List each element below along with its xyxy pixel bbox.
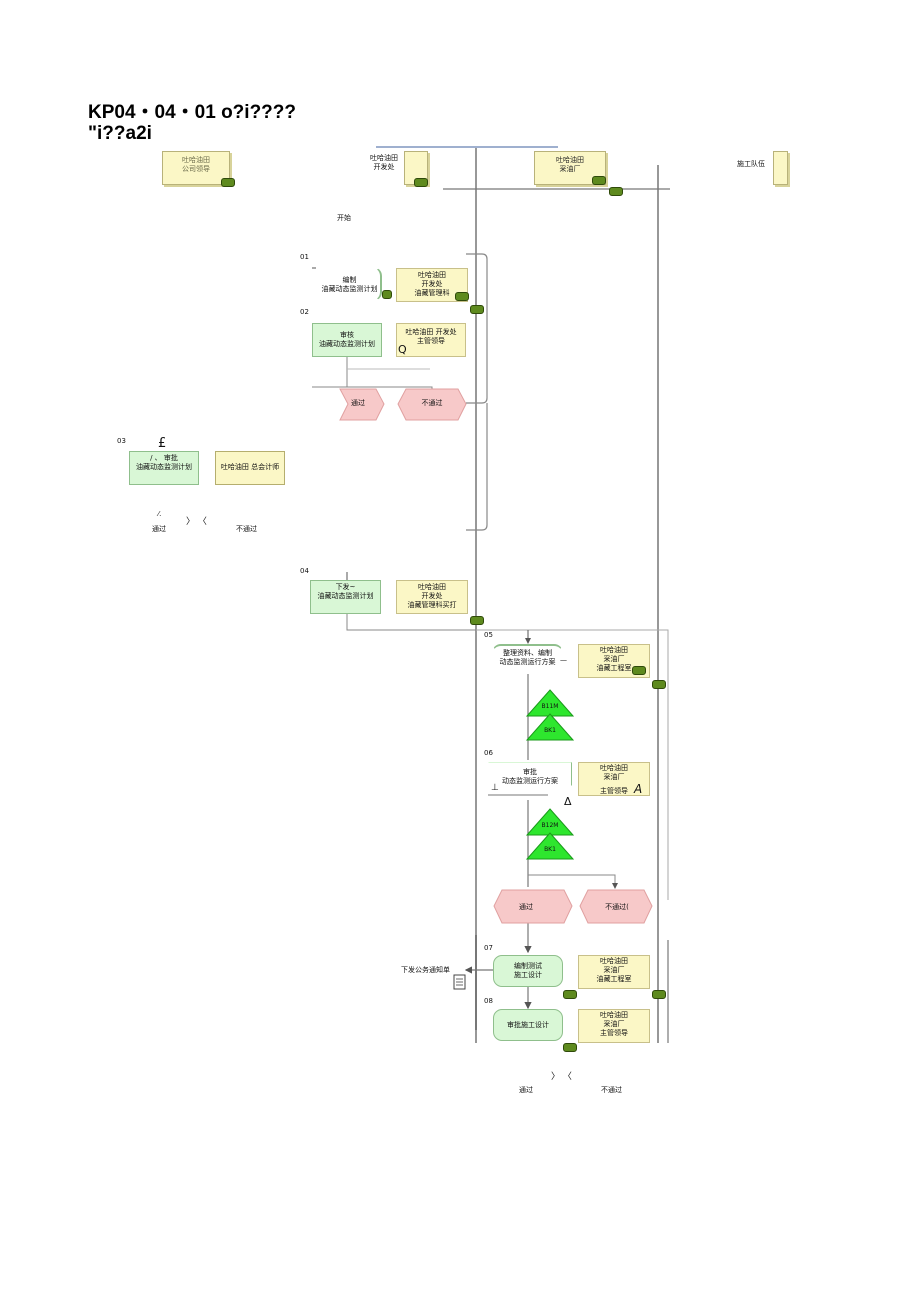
function-box-02: 审核油藏动态监测计划 xyxy=(312,323,382,357)
branch-06-fail xyxy=(528,874,618,889)
badge-icon xyxy=(221,178,235,187)
badge-icon xyxy=(652,990,666,999)
badge-icon xyxy=(455,292,469,301)
step-number: 02 xyxy=(300,308,309,316)
function-box-03: / 、 审批油藏动态监测计划 xyxy=(129,451,199,485)
event-fail-08: 不通过 xyxy=(601,1086,622,1094)
event-fail-02-shape xyxy=(397,388,467,421)
event-pass-06-shape xyxy=(493,889,573,924)
org-box-07: 吐哈油田采油厂油藏工程室 xyxy=(578,955,650,989)
step-number: 08 xyxy=(484,997,493,1005)
line-loop-06 xyxy=(476,629,669,900)
org-box-03: 吐哈油田 总会计师 xyxy=(215,451,285,485)
event-fail-03: 不通过 xyxy=(236,525,257,533)
connector-2-bottom-shape xyxy=(525,832,575,860)
badge-icon xyxy=(470,616,484,625)
badge-icon xyxy=(609,187,623,196)
connector-1-bottom-shape xyxy=(525,713,575,741)
event-fail-02: 不通过 xyxy=(421,399,443,407)
badge-icon xyxy=(632,666,646,675)
badge-icon xyxy=(652,680,666,689)
small-mark: ⁄. xyxy=(158,510,162,518)
lane-header-leadership: 吐哈油田公司领导 xyxy=(162,151,230,185)
small-mark: ⊥ xyxy=(491,783,499,793)
org-box-04: 吐哈油田开发处油藏管理科买打 xyxy=(396,580,468,614)
step-number: 07 xyxy=(484,944,493,952)
badge-icon xyxy=(592,176,606,185)
connector-2-top: B12M xyxy=(541,822,559,829)
org-box-06: 吐哈油田采油厂主管领导 xyxy=(578,762,650,796)
function-box-05: 整理资料、编制动态监测运行方案 xyxy=(492,644,563,674)
org-mark-06: A xyxy=(634,782,643,796)
badge-icon xyxy=(470,305,484,314)
event-fail-06-shape xyxy=(579,889,653,924)
connector-1-top: B11M xyxy=(541,703,559,710)
badge-icon xyxy=(563,1043,577,1052)
event-pass-03-shape: 〉 〈 xyxy=(186,517,207,527)
start-label: 开始 xyxy=(337,214,351,222)
lane-header-dev-dept-label: 吐哈油田开发处 xyxy=(370,154,398,171)
loop-line-03 xyxy=(466,403,488,531)
dash-mark: — xyxy=(560,656,567,664)
org-box-08: 吐哈油田采油厂主管领导 xyxy=(578,1009,650,1043)
loop-line-02 xyxy=(466,253,488,404)
connector-2-bottom: BK1 xyxy=(544,846,556,853)
line-04-to-05 xyxy=(346,613,476,631)
connector-1-bottom: BK1 xyxy=(544,727,556,734)
lane-header-crew xyxy=(773,151,788,185)
lane-header-oil-plant: 吐哈油田采油厂 xyxy=(534,151,606,185)
function-box-06: 审批动态监测运行方案 xyxy=(488,762,572,786)
event-pass-08-shape: 〉 〈 xyxy=(551,1072,572,1082)
document-label: 下发公务通知单 xyxy=(401,966,450,974)
step-mark-03: £ xyxy=(158,436,167,451)
step-number: 01 xyxy=(300,253,309,261)
diagram-subtitle: "i??a2i xyxy=(88,123,152,144)
event-pass-03: 通过 xyxy=(152,525,166,533)
step-number: 03 xyxy=(117,437,126,445)
step-number: 05 xyxy=(484,631,493,639)
org-box-02: 吐哈油田 开发处主管领导 xyxy=(396,323,466,357)
badge-icon xyxy=(382,290,392,299)
triangle-mark: Δ xyxy=(564,795,572,808)
event-fail-06: 不通过( xyxy=(605,903,629,911)
function-box-08: 审批施工设计 xyxy=(493,1009,563,1041)
event-pass-08: 通过 xyxy=(519,1086,533,1094)
event-pass-02-shape xyxy=(339,388,385,421)
event-pass-02: 通过 xyxy=(351,399,365,407)
badge-icon xyxy=(414,178,428,187)
step-number: 06 xyxy=(484,749,493,757)
function-box-04: 下发~油藏动态监测计划 xyxy=(310,580,381,614)
step-number: 04 xyxy=(300,567,309,575)
function-box-07: 编制测试施工设计 xyxy=(493,955,563,987)
lane-header-crew-label: 施工队伍 xyxy=(737,160,765,168)
diagram-title: KP04・04・01 o?i???? xyxy=(88,102,296,123)
event-pass-06: 通过 xyxy=(519,903,533,911)
function-box-01: 编制油藏动态监测计划 xyxy=(318,267,382,301)
org-box-01: 吐哈油田开发处油藏管理科 xyxy=(396,268,468,302)
badge-icon xyxy=(563,990,577,999)
org-mark-02: Q xyxy=(398,343,407,356)
